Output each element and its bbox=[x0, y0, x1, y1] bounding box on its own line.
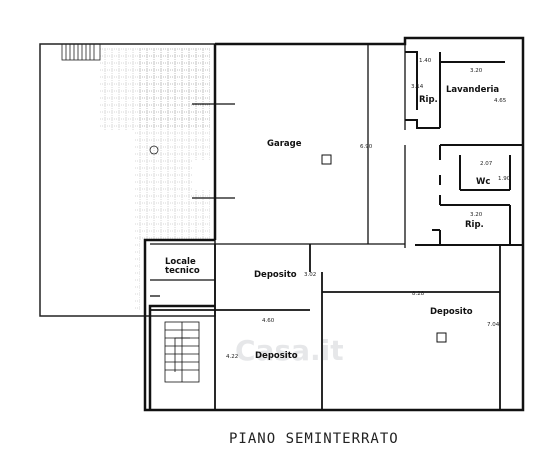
dimension-190: 1.90 bbox=[498, 176, 511, 182]
dimension-302: 3.02 bbox=[304, 272, 316, 278]
dimension-320-top: 3.20 bbox=[470, 68, 483, 74]
dimension-140: 1.40 bbox=[419, 58, 432, 64]
dimension-690: 6.90 bbox=[360, 144, 373, 150]
drain-icon bbox=[149, 145, 159, 155]
room-label-rip-mid: Rip. bbox=[465, 220, 484, 230]
internal-stair bbox=[164, 321, 200, 383]
drawing-title: PIANO SEMINTERRATO bbox=[229, 431, 399, 447]
room-label-tecnico: tecnico bbox=[165, 266, 200, 276]
deposito-column bbox=[436, 332, 447, 343]
room-label-wc: Wc bbox=[476, 177, 490, 187]
dimension-460: 4.60 bbox=[262, 318, 275, 324]
outer-walls bbox=[143, 36, 525, 412]
room-label-deposito-right: Deposito bbox=[430, 307, 473, 317]
room-label-lavanderia: Lavanderia bbox=[446, 85, 499, 95]
dimension-320-mid: 3.20 bbox=[470, 212, 483, 218]
room-label-locale: Locale bbox=[165, 257, 196, 267]
deposito-walls bbox=[150, 244, 501, 410]
dimension-314: 3.14 bbox=[411, 84, 424, 90]
dimension-465: 4.65 bbox=[494, 98, 507, 104]
dimension-828: 8.28 bbox=[412, 291, 425, 297]
watermark-text: Casa.it bbox=[235, 334, 344, 367]
room-label-rip-top: Rip. bbox=[419, 95, 438, 105]
service-block-walls bbox=[405, 51, 523, 246]
garage-walls bbox=[150, 44, 406, 297]
dimension-704: 7.04 bbox=[487, 322, 500, 328]
room-label-garage: Garage bbox=[267, 139, 302, 149]
terrace-area bbox=[39, 43, 216, 317]
garage-column bbox=[321, 154, 332, 165]
terrace-stair bbox=[61, 43, 101, 61]
dimension-422: 4.22 bbox=[226, 354, 238, 360]
room-label-deposito-center: Deposito bbox=[254, 270, 297, 280]
room-label-deposito-bottom: Deposito bbox=[255, 351, 298, 361]
dimension-207: 2.07 bbox=[480, 161, 493, 167]
